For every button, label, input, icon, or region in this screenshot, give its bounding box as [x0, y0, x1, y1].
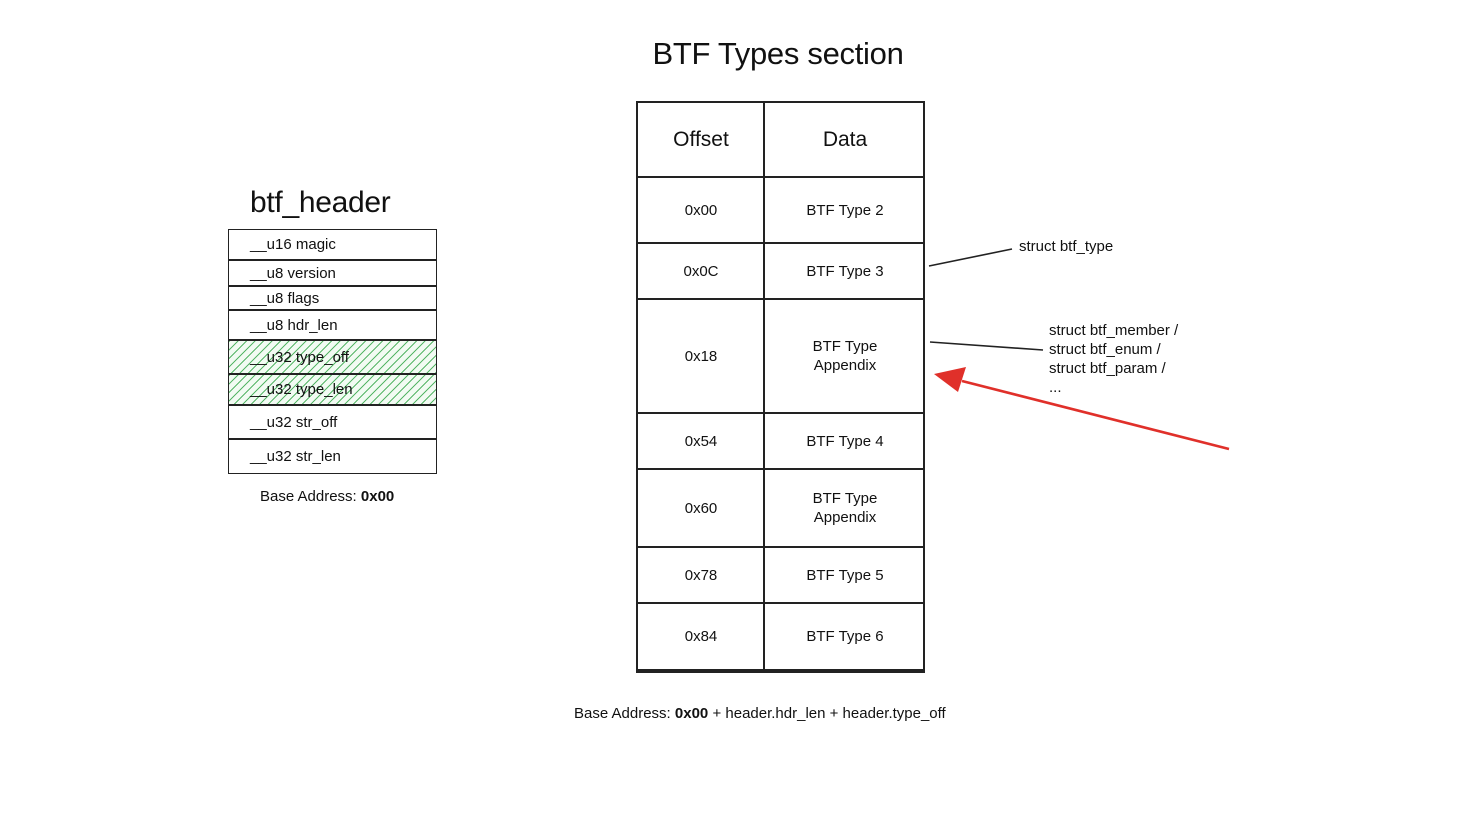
appendix-connector: [929, 341, 1044, 351]
row-data: BTF Type 2: [806, 201, 884, 219]
header-base-label: Base Address:: [260, 488, 357, 505]
row-offset: 0x54: [684, 432, 718, 450]
data-column-header: Data: [822, 128, 868, 151]
types-base-suffix: + header.hdr_len + header.type_off: [712, 705, 946, 722]
header-field-type-len: __u32 type_len: [228, 374, 437, 405]
header-field-hdr-len: __u8 hdr_len: [228, 310, 437, 340]
annotation-appendix-line: struct btf_member /: [1049, 322, 1179, 339]
types-table-row: 0x00 BTF Type 2: [638, 178, 923, 244]
header-base-address: Base Address: 0x00: [260, 488, 394, 505]
btf-types-table: Offset Data 0x00 BTF Type 2 0x0C BTF Typ…: [636, 101, 925, 673]
diagram-title: BTF Types section: [652, 36, 904, 71]
row-offset: 0x78: [684, 566, 718, 584]
row-offset: 0x84: [684, 628, 718, 645]
types-base-address: Base Address: 0x00 + header.hdr_len + he…: [574, 705, 946, 722]
offset-column-header: Offset: [673, 128, 729, 151]
annotation-appendix-line: ...: [1049, 379, 1062, 396]
annotation-appendix-line: struct btf_param /: [1049, 360, 1166, 377]
types-table-row: 0x78 BTF Type 5: [638, 548, 923, 604]
row-data: BTF Type 5: [806, 566, 884, 584]
row-offset: 0x0C: [683, 262, 719, 280]
row-data: BTF Type 4: [806, 432, 884, 450]
header-field-str-len: __u32 str_len: [228, 439, 437, 474]
types-table-header: Offset Data: [638, 103, 923, 178]
red-arrow: [961, 379, 1230, 451]
row-data: BTF Type Appendix: [812, 490, 878, 526]
header-base-value: 0x00: [360, 488, 395, 505]
row-data: BTF Type 6: [806, 628, 884, 645]
column-divider: [763, 103, 765, 671]
header-field-version: __u8 version: [228, 260, 437, 286]
types-table-row: 0x0C BTF Type 3: [638, 244, 923, 300]
btf-type-connector: [928, 248, 1013, 267]
row-data: BTF Type Appendix: [812, 338, 878, 374]
row-offset: 0x60: [684, 499, 718, 517]
row-offset: 0x00: [684, 201, 718, 219]
annotation-appendix-line: struct btf_enum /: [1049, 341, 1161, 358]
annotation-btf-type: struct btf_type: [1019, 238, 1114, 255]
annotation-appendix: struct btf_member / struct btf_enum / st…: [1049, 321, 1178, 397]
row-data: BTF Type 3: [806, 262, 884, 280]
btf-header-title: btf_header: [250, 186, 391, 219]
types-table-row: 0x18 BTF Type Appendix: [638, 300, 923, 414]
types-table-row: 0x84 BTF Type 6: [638, 604, 923, 671]
header-field-flags: __u8 flags: [228, 286, 437, 310]
row-offset: 0x18: [684, 347, 718, 365]
types-base-label: Base Address:: [574, 705, 671, 722]
header-field-type-off: __u32 type_off: [228, 340, 437, 374]
red-arrow-head: [934, 367, 966, 392]
header-field-str-off: __u32 str_off: [228, 405, 437, 439]
types-base-value: 0x00: [674, 705, 709, 722]
header-field-magic: __u16 magic: [228, 229, 437, 260]
types-table-row: 0x54 BTF Type 4: [638, 414, 923, 470]
types-table-row: 0x60 BTF Type Appendix: [638, 470, 923, 548]
